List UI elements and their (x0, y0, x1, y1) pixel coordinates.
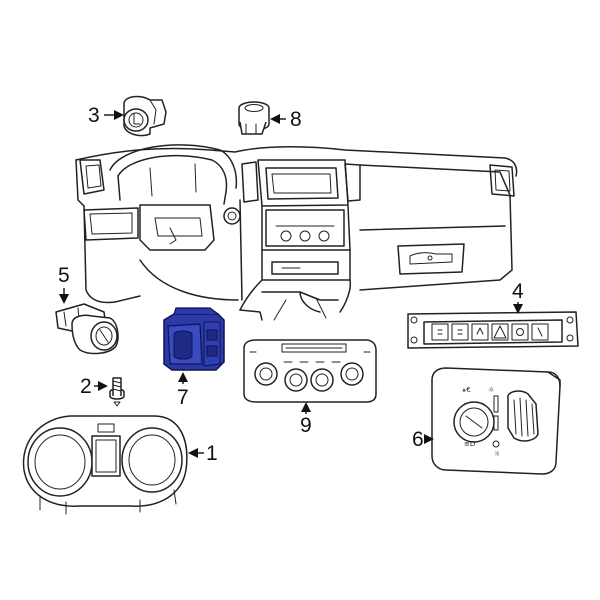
callout-6: 6 (412, 428, 424, 451)
part-3-switch (123, 95, 167, 137)
callout-1: 1 (206, 442, 218, 465)
callout-9: 9 (300, 414, 312, 437)
part-6-headlamp-switch: ⚹€ ☼ ≡D ☼ (431, 367, 561, 475)
callout-5: 5 (58, 264, 70, 287)
part-7-switch-highlighted (163, 307, 225, 371)
part-5-switch (55, 303, 119, 355)
callout-3: 3 (88, 104, 100, 127)
svg-text:☼: ☼ (488, 386, 494, 394)
svg-text:☼: ☼ (494, 450, 500, 458)
svg-text:≡D: ≡D (464, 440, 475, 448)
callout-7: 7 (177, 386, 189, 409)
callout-2: 2 (80, 375, 92, 398)
callouts: 3 8 5 4 2 7 9 1 6 (58, 104, 524, 465)
callout-4: 4 (512, 280, 524, 303)
svg-text:⚹€: ⚹€ (462, 386, 471, 394)
part-8-switch (238, 101, 270, 135)
part-9-climate-control (243, 339, 377, 403)
part-4-switch-bank (407, 311, 579, 349)
part-2-screw (109, 377, 125, 407)
dashboard-illustration (75, 144, 518, 321)
part-1-cluster (22, 415, 188, 515)
callout-8: 8 (290, 108, 302, 131)
